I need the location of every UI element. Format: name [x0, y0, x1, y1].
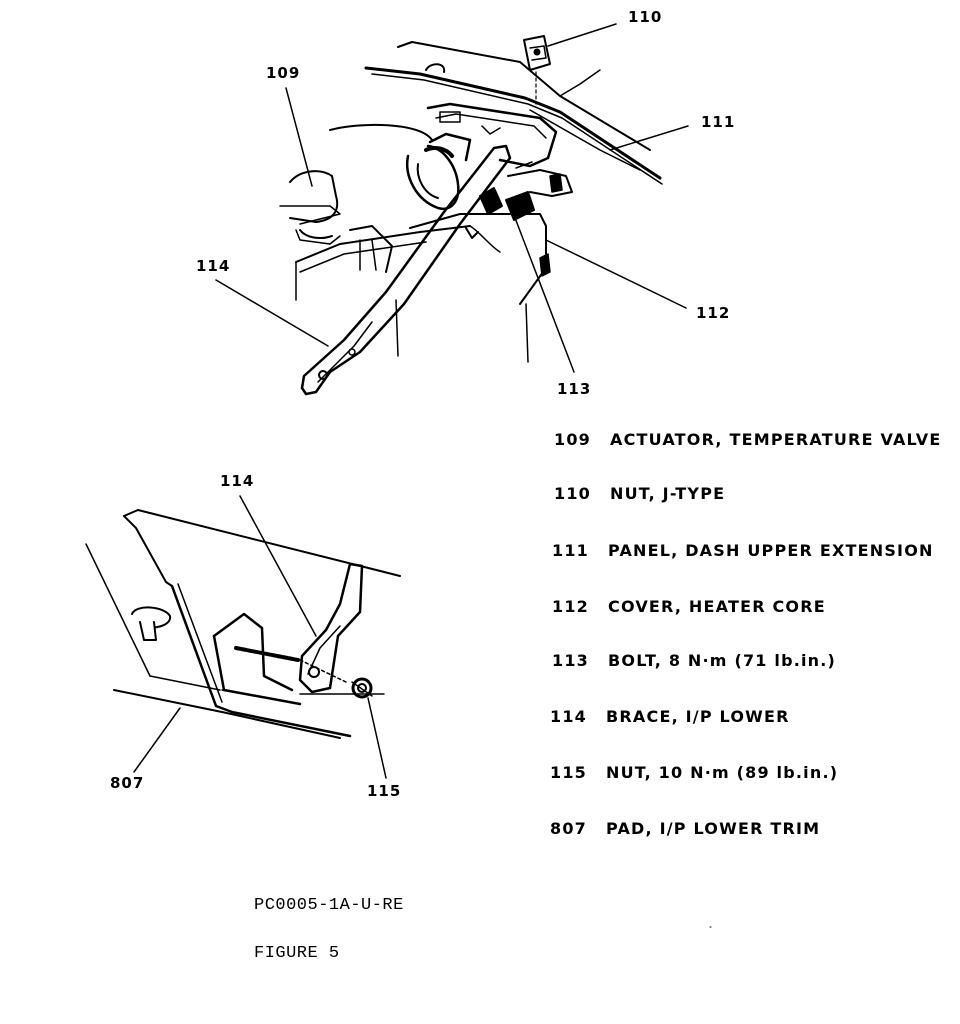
- lower-assembly-drawing: [85, 509, 401, 739]
- callout-115-bottom: 115: [367, 782, 402, 800]
- legend-part-number: 807: [550, 819, 587, 838]
- legend-row-807: 807 PAD, I/P LOWER TRIM: [550, 819, 820, 838]
- callout-114-bottom: 114: [220, 472, 255, 490]
- legend-part-description: BOLT, 8 N·m (71 lb.in.): [608, 651, 837, 670]
- legend-part-number: 109: [554, 430, 591, 449]
- legend-part-number: 111: [552, 541, 589, 560]
- legend-row-110: 110 NUT, J-TYPE: [554, 484, 725, 503]
- legend-part-number: 110: [554, 484, 591, 503]
- legend-row-114: 114 BRACE, I/P LOWER: [550, 707, 790, 726]
- legend-part-number: 115: [550, 763, 587, 782]
- figure-label: FIGURE 5: [254, 944, 340, 963]
- legend-part-description: NUT, 10 N·m (89 lb.in.): [606, 763, 839, 782]
- legend-part-description: PAD, I/P LOWER TRIM: [606, 819, 821, 838]
- legend-row-112: 112 COVER, HEATER CORE: [552, 597, 826, 616]
- legend-part-number: 114: [550, 707, 587, 726]
- legend-row-111: 111 PANEL, DASH UPPER EXTENSION: [552, 541, 934, 560]
- legend-part-number: 112: [552, 597, 589, 616]
- callout-114-top: 114: [196, 257, 231, 275]
- top-leader-lines: [215, 23, 689, 373]
- drawing-code: PC0005-1A-U-RE: [254, 896, 404, 915]
- legend-part-description: PANEL, DASH UPPER EXTENSION: [608, 541, 934, 560]
- legend-row-113: 113 BOLT, 8 N·m (71 lb.in.): [552, 651, 836, 670]
- legend-part-description: ACTUATOR, TEMPERATURE VALVE: [610, 430, 942, 449]
- callout-112-top: 112: [696, 304, 731, 322]
- legend-part-number: 113: [552, 651, 589, 670]
- legend-row-115: 115 NUT, 10 N·m (89 lb.in.): [550, 763, 838, 782]
- callout-111-top: 111: [701, 113, 736, 131]
- upper-assembly-drawing: [279, 35, 663, 396]
- callout-807-bottom: 807: [110, 774, 145, 792]
- legend-part-description: NUT, J-TYPE: [610, 484, 726, 503]
- legend-row-109: 109 ACTUATOR, TEMPERATURE VALVE: [554, 430, 941, 449]
- legend-part-description: BRACE, I/P LOWER: [606, 707, 790, 726]
- callout-109-top: 109: [266, 64, 301, 82]
- callout-110-top: 110: [628, 8, 663, 26]
- bottom-leader-lines: [133, 495, 387, 779]
- callout-113-top: 113: [557, 380, 592, 398]
- legend-part-description: COVER, HEATER CORE: [608, 597, 826, 616]
